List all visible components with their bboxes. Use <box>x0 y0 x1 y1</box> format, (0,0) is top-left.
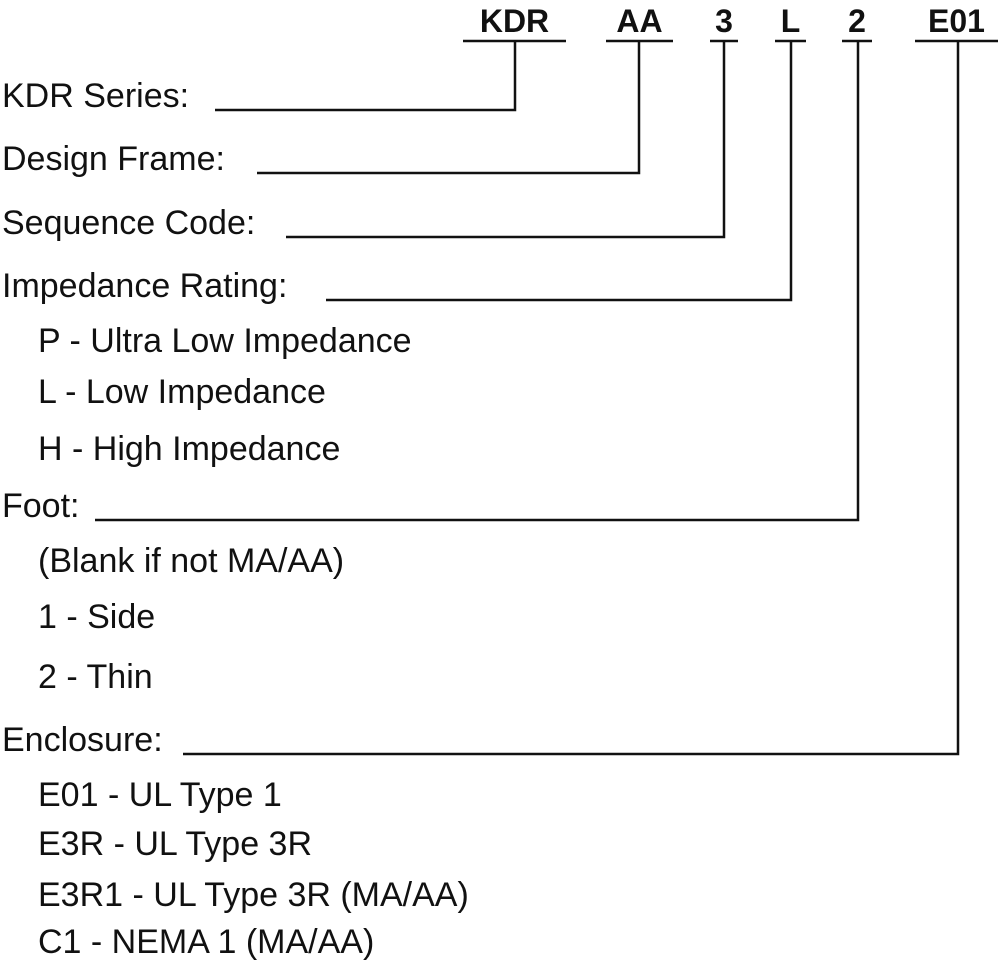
code-segment-3: 3 <box>715 3 733 39</box>
code-segment-2: 2 <box>848 3 866 39</box>
label-sequence-code: Sequence Code: <box>2 204 256 242</box>
connector-impedance-rating <box>326 41 793 302</box>
option-enclosure-e3r: E3R - UL Type 3R <box>38 825 313 863</box>
option-impedance-p: P - Ultra Low Impedance <box>38 322 412 360</box>
label-kdr-series: KDR Series: <box>2 77 190 115</box>
code-segment-e01: E01 <box>928 3 985 39</box>
label-design-frame: Design Frame: <box>2 140 225 178</box>
code-segment-l: L <box>780 3 801 39</box>
option-enclosure-e3r1: E3R1 - UL Type 3R (MA/AA) <box>38 876 469 914</box>
label-enclosure: Enclosure: <box>2 721 163 759</box>
label-foot: Foot: <box>2 487 80 525</box>
option-enclosure-e01: E01 - UL Type 1 <box>38 776 282 814</box>
connector-design-frame <box>257 41 641 175</box>
connector-sequence-code <box>286 41 726 239</box>
option-foot-blank: (Blank if not MA/AA) <box>38 542 345 580</box>
connector-kdr-series <box>215 41 517 112</box>
option-impedance-l: L - Low Impedance <box>38 373 326 411</box>
label-impedance-rating: Impedance Rating: <box>2 267 288 305</box>
option-foot-2: 2 - Thin <box>38 658 153 696</box>
code-segment-aa: AA <box>616 3 663 39</box>
option-foot-1: 1 - Side <box>38 598 156 636</box>
code-segment-kdr: KDR <box>479 3 550 39</box>
option-impedance-h: H - High Impedance <box>38 430 341 468</box>
option-enclosure-c1: C1 - NEMA 1 (MA/AA) <box>38 923 375 961</box>
connector-foot <box>95 41 860 522</box>
connector-enclosure <box>183 41 960 756</box>
